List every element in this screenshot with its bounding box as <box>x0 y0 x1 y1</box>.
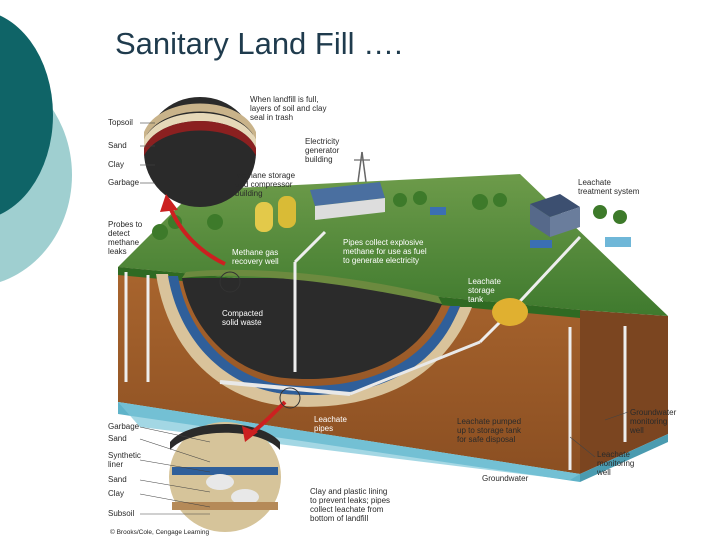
label-probes: Probes to detect methane leaks <box>108 220 144 256</box>
label-sand-bottom2: Sand <box>108 475 127 484</box>
label-synthetic-l1: Synthetic <box>108 451 141 460</box>
truck-2 <box>530 240 552 248</box>
label-electricity-l3: building <box>305 155 333 164</box>
label-lw-well-l3: well <box>596 468 611 477</box>
treatment-pond <box>605 237 631 247</box>
label-pumped-l3: for safe disposal <box>457 435 515 444</box>
groundwater-bottom-front <box>118 402 580 480</box>
label-methane-well-l1: Methane gas <box>232 248 278 257</box>
label-storage-tank-l1: Leachate <box>468 277 501 286</box>
label-pipes-collect-l1: Pipes collect explosive <box>343 238 424 247</box>
label-probes-l3: methane <box>108 238 140 247</box>
label-leachate-pipes-l1: Leachate <box>314 415 347 424</box>
label-garbage-bottom: Garbage <box>108 422 140 431</box>
label-methane-storage-l2: and compressor <box>235 180 293 189</box>
leachate-pipe-highlight <box>279 387 301 409</box>
label-methane-well: Methane gas recovery well <box>232 248 281 266</box>
label-pumped-l1: Leachate pumped <box>457 417 521 426</box>
label-clay-lining-l1: Clay and plastic lining <box>310 487 387 496</box>
label-when-full-l3: seal in trash <box>250 113 293 122</box>
leachate-pipe-bottom <box>219 380 351 396</box>
label-probes-l2: detect <box>108 229 131 238</box>
label-compacted-l1: Compacted <box>222 309 263 318</box>
leachate-storage-tank <box>492 298 528 326</box>
label-methane-well-l2: recovery well <box>232 257 279 266</box>
label-probes-l1: Probes to <box>108 220 143 229</box>
label-gw-well-l1: Groundwater <box>630 408 677 417</box>
label-clay-top: Clay <box>108 160 124 169</box>
methane-storage-building <box>255 196 296 232</box>
waste-surface <box>182 269 442 304</box>
label-methane-storage-l1: Methane storage <box>235 171 296 180</box>
leachate-pipe-riser <box>349 340 481 396</box>
label-leachate-treatment: Leachate treatment system <box>578 178 640 196</box>
inset-arrowhead-bottom <box>242 426 258 442</box>
label-lw-well-l2: monitoring <box>597 459 634 468</box>
label-synthetic-l2: liner <box>108 460 123 469</box>
label-storage-tank-l2: storage <box>468 286 495 295</box>
label-sand-bottom: Sand <box>108 434 127 443</box>
landfill-diagram: Topsoil Sand Clay Garbage When landfill … <box>108 95 678 536</box>
label-when-full: When landfill is full, layers of soil an… <box>250 95 329 122</box>
compacted-waste-area <box>182 278 442 380</box>
label-leachate-pumped: Leachate pumped up to storage tank for s… <box>457 417 523 444</box>
label-pipes-collect-l2: methane for use as fuel <box>343 247 427 256</box>
groundwater-right <box>580 434 668 482</box>
label-probes-l4: leaks <box>108 247 127 256</box>
label-leachate-pipes: Leachate pipes <box>314 415 349 433</box>
bottom-liner-inset <box>169 422 281 532</box>
inset-arrowhead-top <box>160 194 178 212</box>
methane-well-highlight <box>219 271 241 293</box>
label-when-full-l1: When landfill is full, <box>250 95 318 104</box>
image-credit: © Brooks/Cole, Cengage Learning <box>110 528 209 536</box>
label-pipes-collect: Pipes collect explosive methane for use … <box>343 238 429 265</box>
label-topsoil: Topsoil <box>108 118 133 127</box>
label-garbage-top: Garbage <box>108 178 140 187</box>
label-leachate-well: Leachate monitoring well <box>596 450 637 477</box>
label-clay-lining-l3: collect leachate from <box>310 505 384 514</box>
label-subsoil: Subsoil <box>108 509 134 518</box>
inset-arrow-top <box>168 206 226 266</box>
power-tower <box>354 151 370 183</box>
label-groundwater-well: Groundwater monitoring well <box>629 408 678 435</box>
label-treatment-l2: treatment system <box>578 187 640 196</box>
label-treatment-l1: Leachate <box>578 178 611 187</box>
label-gw-well-l2: monitoring <box>630 417 667 426</box>
label-pipes-collect-l3: to generate electricity <box>343 256 419 265</box>
leachate-treatment-building <box>530 194 580 237</box>
label-pumped-l2: up to storage tank <box>457 426 522 435</box>
label-electricity-l1: Electricity <box>305 137 339 146</box>
top-layers-inset <box>144 97 256 207</box>
label-compacted-waste: Compacted solid waste <box>222 309 265 327</box>
label-leachate-storage-tank: Leachate storage tank <box>468 277 503 304</box>
label-clay-lining-l2: to prevent leaks; pipes <box>310 496 390 505</box>
label-storage-tank-l3: tank <box>468 295 484 304</box>
label-electricity-building: Electricity generator building <box>305 137 341 164</box>
dark-teal-arc <box>0 15 53 215</box>
label-leachate-pipes-l2: pipes <box>314 424 333 433</box>
label-compacted-l2: solid waste <box>222 318 262 327</box>
treatment-pipe <box>508 235 582 314</box>
label-gw-well-l3: well <box>629 426 644 435</box>
label-clay-bottom: Clay <box>108 489 124 498</box>
slide-title: Sanitary Land Fill …. <box>115 26 403 61</box>
leader-lines <box>139 122 629 515</box>
label-synthetic-liner: Synthetic liner <box>108 451 143 469</box>
label-methane-storage-l3: building <box>235 189 263 198</box>
label-groundwater: Groundwater <box>482 474 529 483</box>
methane-pipe <box>293 230 327 264</box>
label-clay-lining-l4: bottom of landfill <box>310 514 368 523</box>
label-clay-lining: Clay and plastic lining to prevent leaks… <box>310 487 392 523</box>
label-lw-well-l1: Leachate <box>597 450 630 459</box>
label-sand-top: Sand <box>108 141 127 150</box>
label-methane-storage: Methane storage and compressor building <box>235 171 297 198</box>
truck-1 <box>430 207 446 215</box>
trees <box>152 191 627 240</box>
electricity-generator-building <box>310 182 385 220</box>
label-electricity-l2: generator <box>305 146 340 155</box>
label-when-full-l2: layers of soil and clay <box>250 104 326 113</box>
